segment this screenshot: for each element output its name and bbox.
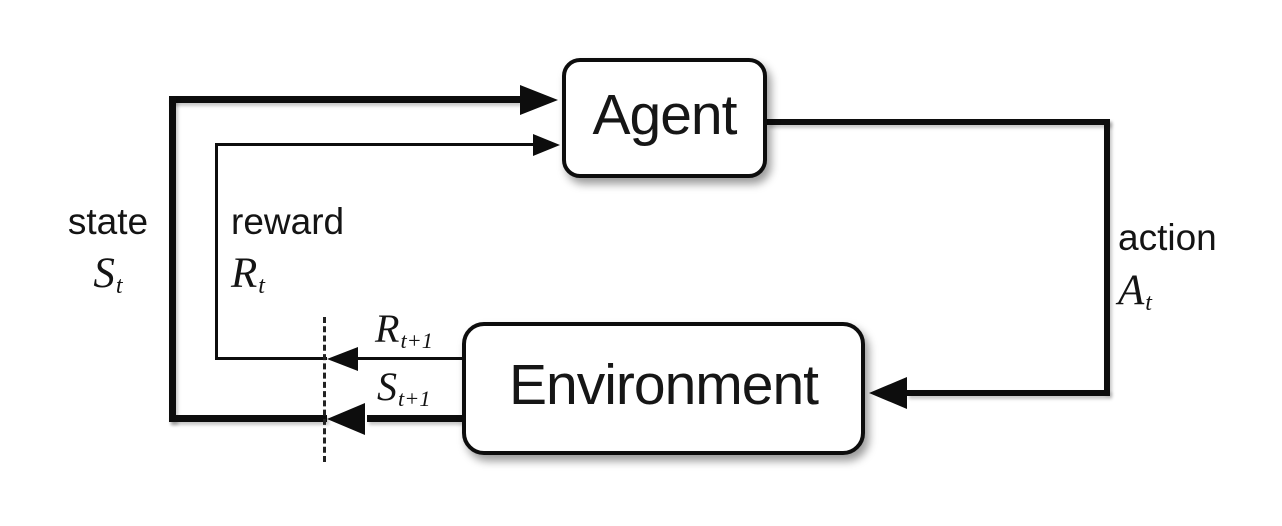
state-symbol: St	[93, 249, 123, 300]
action-arrowhead-icon	[869, 377, 907, 409]
reward-arrowhead-icon	[533, 134, 560, 156]
action-symbol: At	[1118, 266, 1152, 317]
agent-label: Agent	[592, 82, 738, 147]
reward-word: reward	[231, 201, 345, 242]
action-line-bottom	[907, 390, 1110, 396]
reward-line-bottom	[215, 357, 327, 360]
next-state-line	[367, 415, 462, 422]
action-label: action At	[1118, 217, 1217, 317]
state-label: state St	[50, 201, 166, 300]
action-line-top	[767, 119, 1110, 125]
reward-line-left	[215, 143, 218, 360]
reward-symbol: Rt	[231, 249, 265, 300]
reward-line-top	[215, 143, 533, 146]
action-word: action	[1118, 217, 1217, 258]
next-reward-arrowhead-icon	[327, 347, 358, 371]
next-reward-symbol: Rt+1	[375, 306, 433, 354]
time-step-divider	[323, 317, 326, 462]
state-arrowhead-icon	[520, 85, 558, 115]
state-line-top	[169, 96, 520, 103]
reward-label: reward Rt	[231, 201, 345, 300]
action-line-right	[1104, 119, 1110, 393]
next-reward-line	[358, 357, 462, 360]
next-state-arrowhead-icon	[327, 403, 365, 435]
state-word: state	[67, 201, 149, 242]
environment-box: Environment	[462, 322, 865, 455]
agent-box: Agent	[562, 58, 767, 178]
state-line-left	[169, 96, 176, 422]
environment-label: Environment	[509, 353, 819, 417]
next-state-symbol: St+1	[377, 364, 431, 412]
state-line-bottom	[169, 415, 327, 422]
